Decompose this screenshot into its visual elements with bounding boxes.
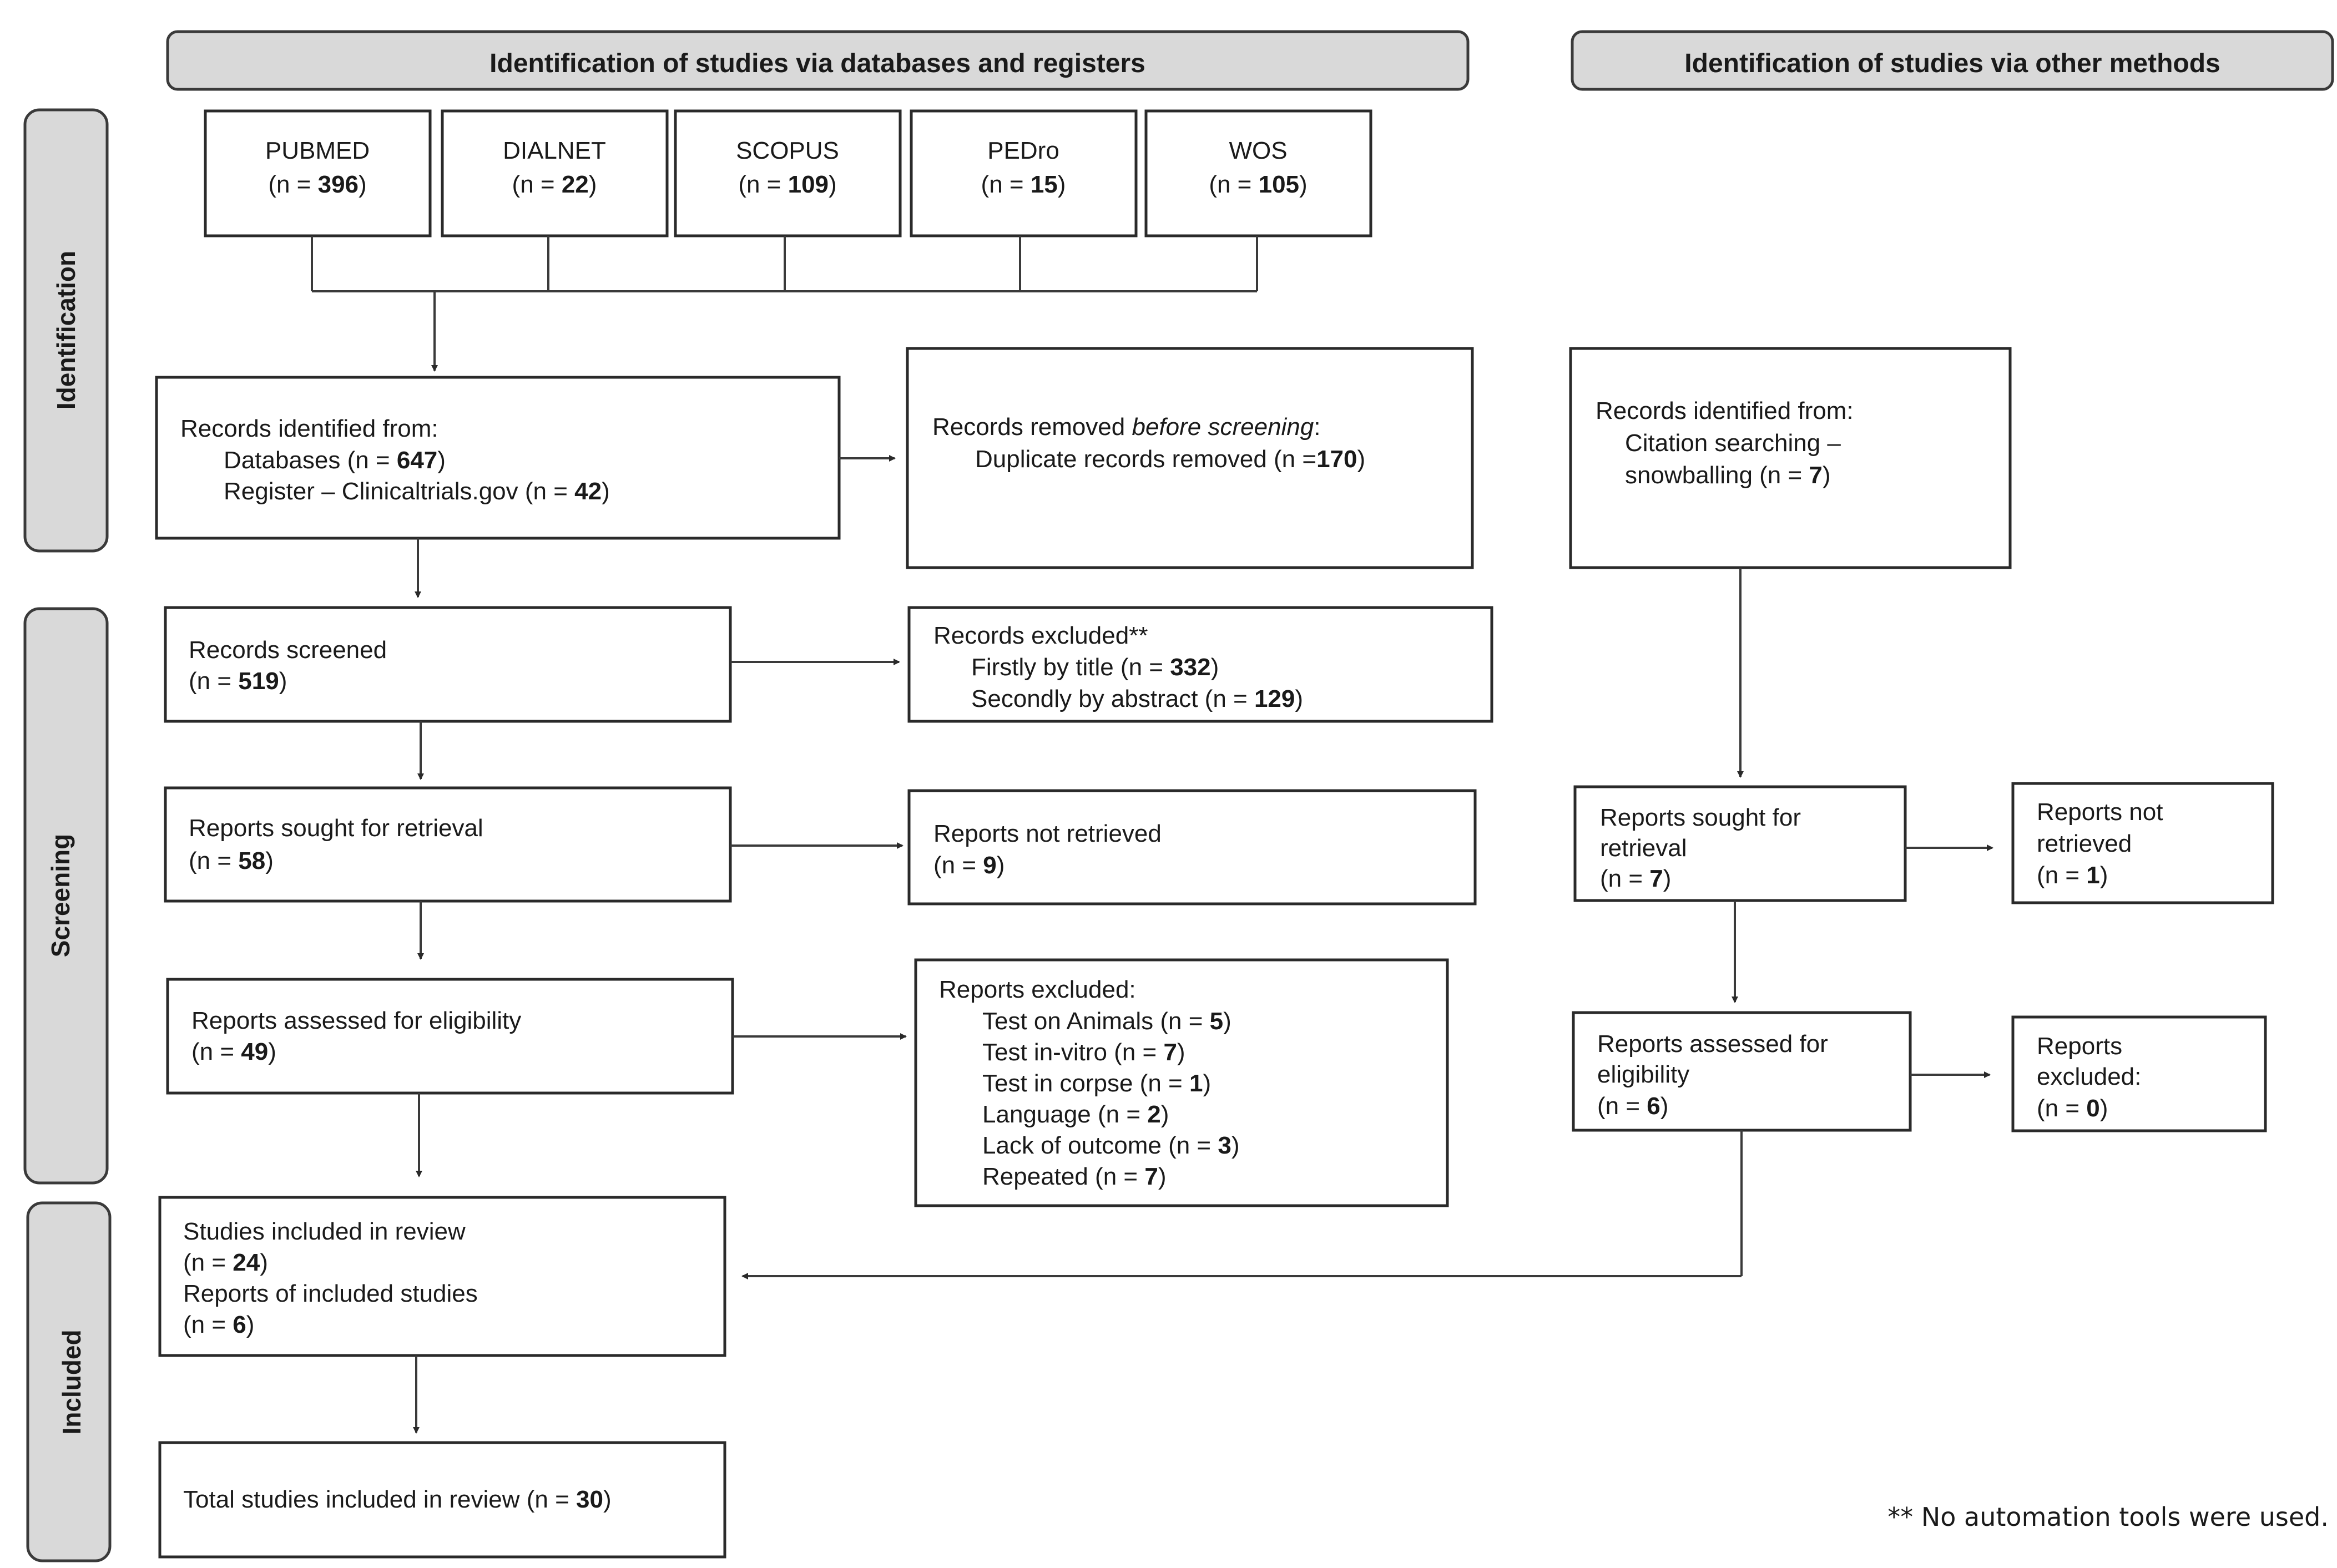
other-to-included-connector: [741, 1130, 1743, 1279]
reports-excluded-reason: Lack of outcome (n = 3): [982, 1132, 1239, 1159]
other-sought-count: (n = 7): [1600, 865, 1671, 892]
records-removed-box: Records removed before screening: Duplic…: [906, 347, 1474, 569]
database-count: (n = 105): [1209, 171, 1307, 198]
header-right-label: Identification of studies via other meth…: [1684, 49, 2220, 78]
database-box-wos: WOS (n = 105): [1144, 109, 1372, 237]
records-screened-box: Records screened (n = 519): [164, 606, 732, 723]
other-assessed-box: Reports assessed for eligibility (n = 6): [1572, 1011, 1912, 1132]
reports-sought-box: Reports sought for retrieval (n = 58): [164, 786, 732, 903]
records-identified-databases: Databases (n = 647): [224, 447, 446, 474]
header-right: Identification of studies via other meth…: [1571, 30, 2334, 91]
other-sought-line: retrieval: [1600, 834, 1687, 862]
other-identified-title: Records identified from:: [1596, 397, 1854, 424]
phase-included-label: Included: [57, 1329, 86, 1434]
records-screened-title: Records screened: [189, 636, 387, 664]
other-identified-line: Citation searching –: [1625, 429, 1841, 457]
phase-identification: Identification: [23, 108, 109, 553]
records-removed-title: Records removed before screening:: [932, 413, 1320, 441]
reports-of-included-line: Reports of included studies: [183, 1280, 478, 1307]
reports-excluded-reason: Repeated (n = 7): [982, 1163, 1166, 1190]
footnote: ** No automation tools were used.: [1887, 1502, 2329, 1532]
other-excluded-line: Reports: [2037, 1033, 2122, 1060]
phase-screening-label: Screening: [46, 834, 75, 957]
total-included-label: Total studies included in review (n = 30…: [183, 1486, 612, 1513]
records-excluded-title: Records excluded**: [933, 622, 1148, 649]
database-box-dialnet: DIALNET (n = 22): [441, 109, 669, 237]
reports-excluded-reason: Test in-vitro (n = 7): [982, 1039, 1185, 1066]
reports-excluded-title: Reports excluded:: [939, 976, 1136, 1003]
other-not-retrieved-line: Reports not: [2037, 798, 2163, 826]
database-name: PUBMED: [265, 137, 370, 164]
other-excluded-count: (n = 0): [2037, 1095, 2108, 1122]
records-identified-box: Records identified from: Databases (n = …: [155, 376, 841, 540]
header-left: Identification of studies via databases …: [166, 30, 1470, 91]
records-identified-title: Records identified from:: [180, 415, 438, 442]
reports-assessed-count: (n = 49): [191, 1038, 276, 1065]
other-assessed-line: eligibility: [1597, 1061, 1689, 1088]
phase-identification-label: Identification: [52, 251, 80, 409]
header-left-label: Identification of studies via databases …: [489, 49, 1145, 78]
database-name: SCOPUS: [736, 137, 839, 164]
studies-included-box: Studies included in review (n = 24) Repo…: [158, 1196, 726, 1357]
records-removed-duplicates: Duplicate records removed (n =170): [975, 446, 1365, 473]
other-excluded-line: excluded:: [2037, 1063, 2141, 1090]
other-not-retrieved-count: (n = 1): [2037, 862, 2108, 889]
studies-included-line: Studies included in review: [183, 1218, 466, 1245]
records-excluded-box: Records excluded** Firstly by title (n =…: [907, 606, 1493, 723]
reports-sought-count: (n = 58): [189, 847, 274, 874]
reports-excluded-reason: Language (n = 2): [982, 1101, 1169, 1128]
database-name: WOS: [1229, 137, 1287, 164]
phase-screening: Screening: [23, 607, 109, 1185]
database-box-pubmed: PUBMED (n = 396): [204, 109, 432, 237]
other-not-retrieved-line: retrieved: [2037, 830, 2132, 857]
database-count: (n = 109): [738, 171, 836, 198]
reports-excluded-box: Reports excluded: Test on Animals (n = 5…: [914, 958, 1449, 1207]
other-identified-box: Records identified from: Citation search…: [1569, 347, 2012, 569]
database-count: (n = 396): [268, 171, 366, 198]
records-screened-count: (n = 519): [189, 667, 287, 695]
database-count: (n = 22): [512, 171, 597, 198]
reports-excluded-reason: Test in corpse (n = 1): [982, 1070, 1211, 1097]
database-box-pedro: PEDro (n = 15): [910, 109, 1138, 237]
records-excluded-abstract-line: Secondly by abstract (n = 129): [971, 685, 1303, 712]
reports-assessed-box: Reports assessed for eligibility (n = 49…: [166, 978, 734, 1095]
other-identified-snowballing: snowballing (n = 7): [1625, 462, 1831, 489]
total-included-box: Total studies included in review (n = 30…: [158, 1441, 726, 1559]
reports-sought-title: Reports sought for retrieval: [189, 815, 483, 842]
database-name: PEDro: [987, 137, 1059, 164]
reports-not-retrieved-count: (n = 9): [933, 852, 1005, 879]
reports-of-included-count: (n = 6): [183, 1311, 254, 1338]
reports-not-retrieved-box: Reports not retrieved (n = 9): [907, 789, 1477, 906]
other-excluded-box: Reports excluded: (n = 0): [2011, 1015, 2267, 1132]
other-sought-line: Reports sought for: [1600, 804, 1801, 831]
reports-not-retrieved-title: Reports not retrieved: [933, 820, 1162, 847]
other-assessed-count: (n = 6): [1597, 1092, 1668, 1120]
reports-assessed-title: Reports assessed for eligibility: [191, 1007, 521, 1034]
database-count: (n = 15): [981, 171, 1066, 198]
records-identified-register: Register – Clinicaltrials.gov (n = 42): [224, 478, 610, 505]
database-name: DIALNET: [503, 137, 606, 164]
studies-included-count: (n = 24): [183, 1249, 268, 1276]
reports-excluded-reason: Test on Animals (n = 5): [982, 1008, 1231, 1035]
other-assessed-line: Reports assessed for: [1597, 1030, 1828, 1058]
other-sought-box: Reports sought for retrieval (n = 7): [1573, 785, 1907, 902]
database-box-scopus: SCOPUS (n = 109): [674, 109, 902, 237]
other-not-retrieved-box: Reports not retrieved (n = 1): [2011, 782, 2274, 904]
database-connector: [311, 236, 1258, 372]
phase-included: Included: [26, 1201, 112, 1562]
records-excluded-title-line: Firstly by title (n = 332): [971, 654, 1219, 681]
